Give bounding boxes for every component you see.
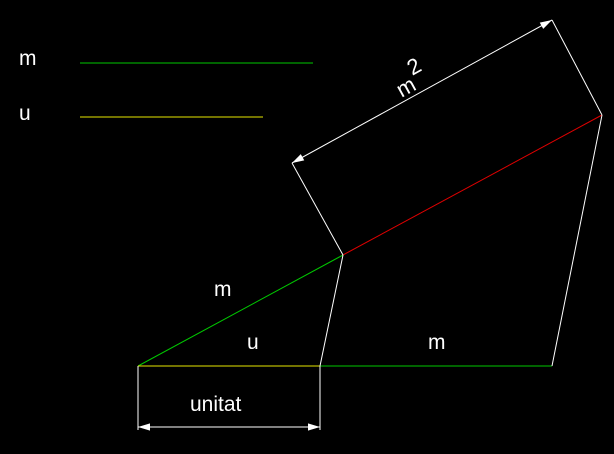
legend: m u xyxy=(19,47,313,125)
ext-line-left xyxy=(291,162,344,256)
segment-parallel xyxy=(551,114,603,367)
legend-label-m: m xyxy=(19,47,37,70)
label-m-lower: m xyxy=(428,331,446,354)
segment-u-connector xyxy=(319,254,344,367)
legend-label-u: u xyxy=(19,102,31,125)
construction xyxy=(137,114,603,367)
ext-line-right xyxy=(551,19,603,116)
label-unitat: unitat xyxy=(190,393,242,416)
label-u-inner: u xyxy=(247,331,259,354)
segment-m-hypotenuse xyxy=(137,254,344,367)
label-m-upper: m xyxy=(214,278,232,301)
dimension-arrow-m-squared xyxy=(291,19,553,164)
dimension-unitat: unitat xyxy=(137,366,321,431)
dimension-m-squared: m 2 xyxy=(291,19,603,256)
segment-red-extension xyxy=(342,114,603,256)
